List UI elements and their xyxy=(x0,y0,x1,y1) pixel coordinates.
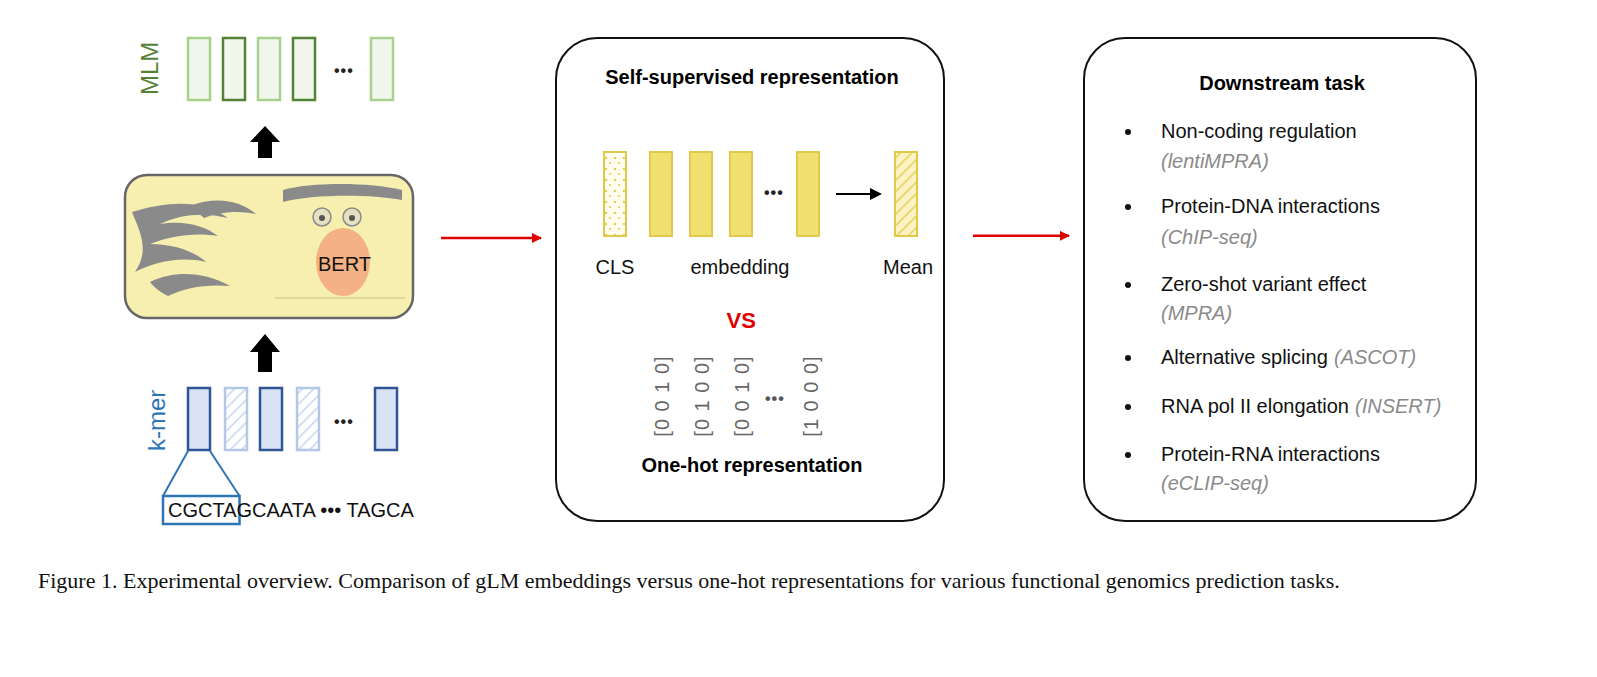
mlm-label: MLM xyxy=(136,41,165,94)
up-arrow xyxy=(250,126,280,158)
one-hot-vector: [1 0 0 0] xyxy=(798,355,822,436)
assay-name: (eCLIP-seq) xyxy=(1161,471,1269,495)
task-name: Alternative splicing xyxy=(1161,345,1328,369)
embedding-bars xyxy=(604,152,917,236)
cls-label: CLS xyxy=(596,255,635,279)
mean-label: Mean xyxy=(883,255,933,279)
figure-caption: Figure 1. Experimental overview. Compari… xyxy=(38,566,1558,596)
task-name: Zero-shot variant effect xyxy=(1161,272,1366,296)
ellipsis: ••• xyxy=(765,389,785,408)
bert-body xyxy=(125,175,413,318)
mean-arrow xyxy=(836,188,882,200)
assay-name: (INSERT) xyxy=(1355,394,1441,418)
ellipsis: ••• xyxy=(334,412,354,431)
assay-name: (ASCOT) xyxy=(1334,345,1416,369)
kmer-window-lines xyxy=(163,451,240,496)
bullet xyxy=(1125,129,1131,135)
one-hot-vector: [0 0 1 0] xyxy=(649,355,673,436)
mlm-tokens xyxy=(188,38,393,100)
bullet xyxy=(1125,404,1131,410)
one-hot-vector: [0 1 0 0] xyxy=(689,355,713,436)
embedding-label: embedding xyxy=(691,255,790,279)
task-name: Protein-DNA interactions xyxy=(1161,194,1380,218)
up-arrow xyxy=(250,334,280,372)
task-name: Non-coding regulation xyxy=(1161,119,1357,143)
bert-model: BERT xyxy=(125,175,413,318)
assay-name: (MPRA) xyxy=(1161,301,1232,325)
ellipsis: ••• xyxy=(764,183,784,202)
bullet xyxy=(1125,355,1131,361)
flow-arrow xyxy=(973,235,1069,238)
kmer-label: k-mer xyxy=(143,389,172,450)
assay-name: (ChIP-seq) xyxy=(1161,225,1258,249)
bullet xyxy=(1125,204,1131,210)
task-name: RNA pol II elongation xyxy=(1161,394,1349,418)
bullet xyxy=(1125,282,1131,288)
kmer-tokens xyxy=(188,388,397,450)
one-hot-vector: [0 0 1 0] xyxy=(729,355,753,436)
panel-heading: Self-supervised representation xyxy=(577,65,927,89)
downstream-panel: Downstream taskNon-coding regulation (len… xyxy=(1083,37,1477,522)
sequence: CGCTAGCAATA ••• TAGCA xyxy=(168,498,414,522)
panel-heading: One-hot representation xyxy=(577,453,927,477)
task-name: Protein-RNA interactions xyxy=(1161,442,1380,466)
bert-flames xyxy=(132,200,256,296)
panel-heading: Downstream task xyxy=(1105,71,1459,95)
assay-name: (lentiMPRA) xyxy=(1161,149,1269,173)
ellipsis: ••• xyxy=(334,61,354,80)
model-name: BERT xyxy=(318,252,371,276)
representation-panel: Self-supervised representationOne-hot re… xyxy=(555,37,945,522)
bert-face xyxy=(275,184,405,298)
flow-arrow xyxy=(441,237,541,240)
bullet xyxy=(1125,452,1131,458)
vs-label: VS xyxy=(727,308,756,334)
